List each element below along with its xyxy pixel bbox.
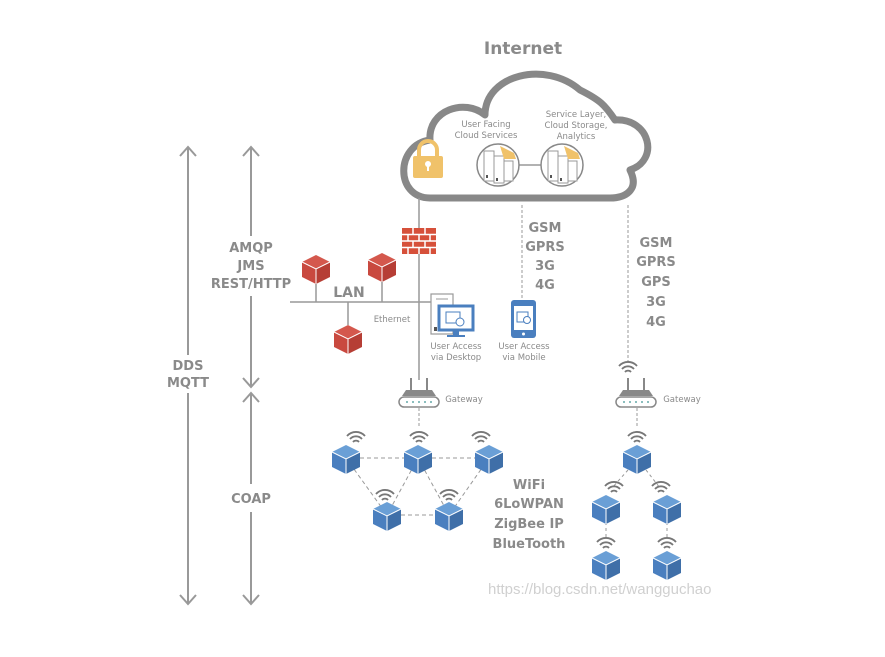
watermark: https://blog.csdn.net/wangguchao [488,581,712,598]
mesh-device-icon [474,444,504,475]
mesh-device-icon [403,444,433,475]
storage-server-icon [540,143,584,187]
wifi-icon [375,489,395,501]
tree-device-icon [652,494,682,525]
tree-device-icon [622,444,652,475]
mesh-link-6lowpan: 6LoWPAN [494,497,564,512]
outer-protocol-arrow [179,145,197,606]
mesh-device-icon [372,501,402,532]
internet-title: Internet [484,39,562,59]
mobile-icon [511,300,536,338]
tree-device-icon [591,494,621,525]
lan-node-icon [301,254,331,285]
gateway-icon [398,377,440,408]
mobile-label-2: via Mobile [502,353,545,363]
tree-device-icon [591,550,621,581]
cell-link-gsm: GSM [640,236,673,251]
user-facing-label-1: User Facing [461,120,510,130]
cell-link-4g: 4G [646,315,666,330]
wifi-icon [346,431,366,443]
ethernet-label: Ethernet [374,315,411,325]
wifi-icon [471,431,491,443]
mesh-link-wifi: WiFi [513,478,545,493]
wifi-icon [627,431,647,443]
protocol-dds: DDS [173,359,204,374]
mobile-link-gprs: GPRS [525,240,565,255]
service-layer-label-3: Analytics [557,132,596,142]
cell-link-gprs: GPRS [636,255,676,270]
wifi-icon [596,537,616,549]
service-layer-label-2: Cloud Storage, [545,121,608,131]
wifi-icon [651,481,671,493]
cell-link-3g: 3G [646,295,666,310]
gateway-icon [615,377,657,408]
lan-node-icon [333,324,363,355]
protocol-amqp: AMQP [229,241,273,256]
cloud-server-icon [476,143,520,187]
wifi-icon [409,431,429,443]
mobile-link-4g: 4G [535,278,555,293]
mobile-link-3g: 3G [535,259,555,274]
mesh-device-icon [434,501,464,532]
desktop-icon [430,293,475,337]
wifi-icon [657,537,677,549]
wifi-icon [604,481,624,493]
gateway-label: Gateway [663,395,701,405]
desktop-label-2: via Desktop [431,353,481,363]
upper-protocol-arrow [242,145,260,389]
mobile-link-gsm: GSM [529,221,562,236]
lower-protocol-arrow [242,391,260,606]
firewall-icon [402,228,436,254]
lock-icon [413,139,443,178]
protocol-rest-http: REST/HTTP [211,277,291,292]
service-layer-label-1: Service Layer, [546,110,607,120]
desktop-label-1: User Access [430,342,482,352]
wifi-icon [618,361,638,373]
wifi-icon [439,489,459,501]
protocol-coap: COAP [231,492,271,507]
lan-label: LAN [333,285,364,301]
mesh-link-bluetooth: BlueTooth [493,537,566,552]
tree-device-icon [652,550,682,581]
internet-cloud [400,70,652,202]
mesh-device-icon [331,444,361,475]
lan-node-icon [367,252,397,283]
gateway-label: Gateway [445,395,483,405]
mobile-label-1: User Access [498,342,550,352]
protocol-jms: JMS [236,259,264,274]
user-facing-label-2: Cloud Services [455,131,518,141]
mesh-link-zigbee: ZigBee IP [494,517,564,532]
cell-link-gps: GPS [641,275,671,290]
protocol-mqtt: MQTT [167,376,209,391]
